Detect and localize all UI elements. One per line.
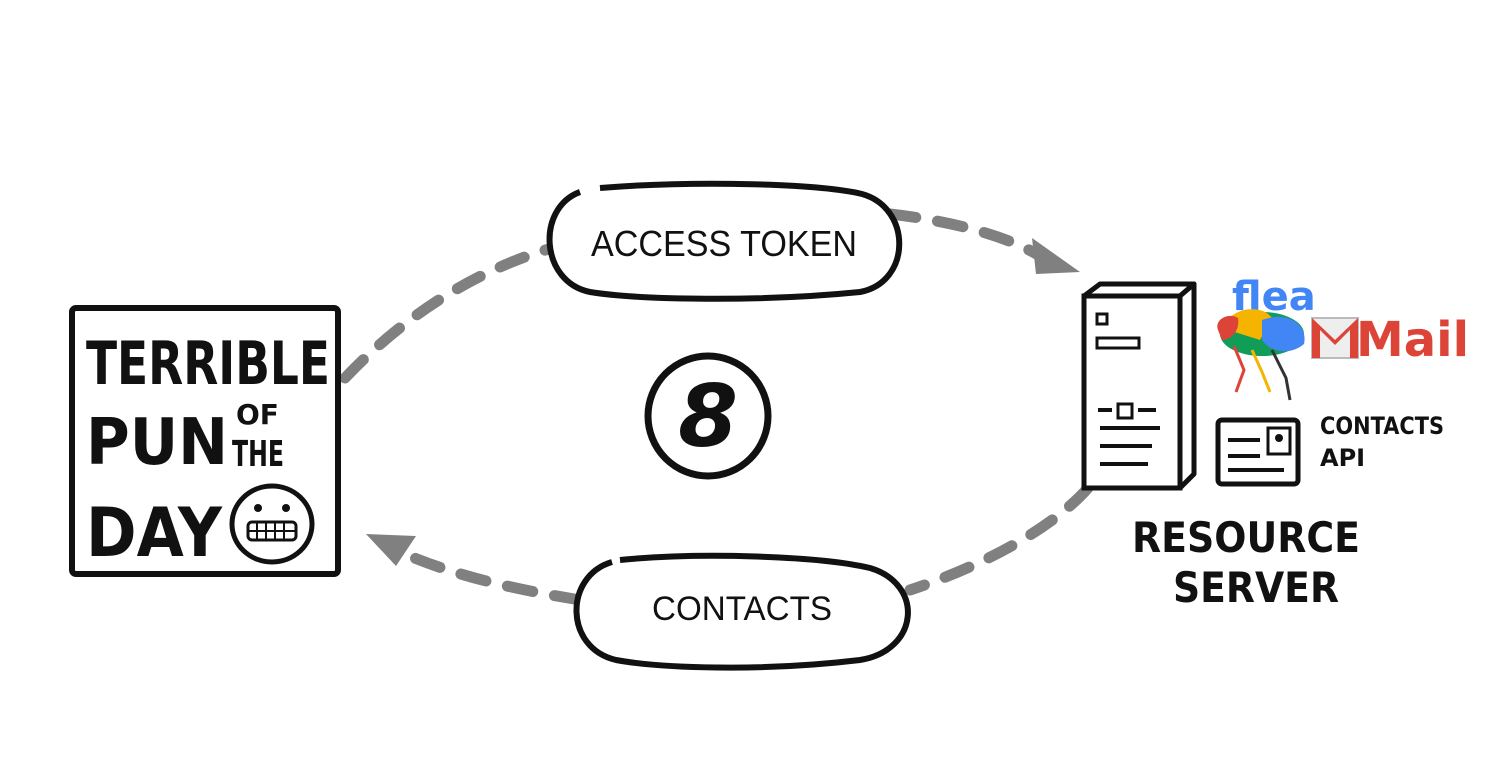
contacts-api-line-1: CONTACTS bbox=[1320, 412, 1444, 440]
app-title-small-1: OF bbox=[236, 398, 279, 431]
contacts-api-line-2: API bbox=[1320, 444, 1365, 472]
flea-icon bbox=[1217, 309, 1305, 401]
grimace-face-icon bbox=[229, 483, 315, 565]
request-arrow bbox=[339, 208, 1080, 384]
contacts-api: CONTACTS API bbox=[1215, 412, 1444, 487]
resource-server-line-1: RESOURCE bbox=[1132, 513, 1360, 562]
mail-envelope-icon bbox=[1311, 317, 1359, 359]
response-arrow bbox=[366, 482, 1094, 606]
app-title-line-2: PUN bbox=[86, 406, 228, 480]
contacts-label: CONTACTS bbox=[652, 590, 832, 628]
step-number: 8 bbox=[678, 367, 738, 467]
fleamail-logo: flea Mail bbox=[1217, 274, 1469, 401]
terrible-pun-app: TERRIBLE PUN OF THE DAY bbox=[69, 305, 341, 577]
resource-server-line-2: SERVER bbox=[1173, 563, 1339, 612]
step-badge: 8 bbox=[644, 352, 772, 480]
access-token-label: ACCESS TOKEN bbox=[591, 223, 857, 264]
brand-mail: Mail bbox=[1356, 312, 1469, 368]
arrowhead-right bbox=[1032, 238, 1080, 274]
arrowhead-left bbox=[366, 534, 416, 566]
contact-card-icon bbox=[1215, 417, 1301, 487]
contacts-pill: CONTACTS bbox=[573, 552, 911, 671]
app-title-small-2: THE bbox=[232, 434, 284, 475]
server-tower-icon bbox=[1081, 281, 1197, 491]
access-token-pill: ACCESS TOKEN bbox=[546, 180, 903, 302]
app-title-line-3: DAY bbox=[86, 494, 223, 573]
app-title-line-1: TERRIBLE bbox=[86, 329, 330, 399]
